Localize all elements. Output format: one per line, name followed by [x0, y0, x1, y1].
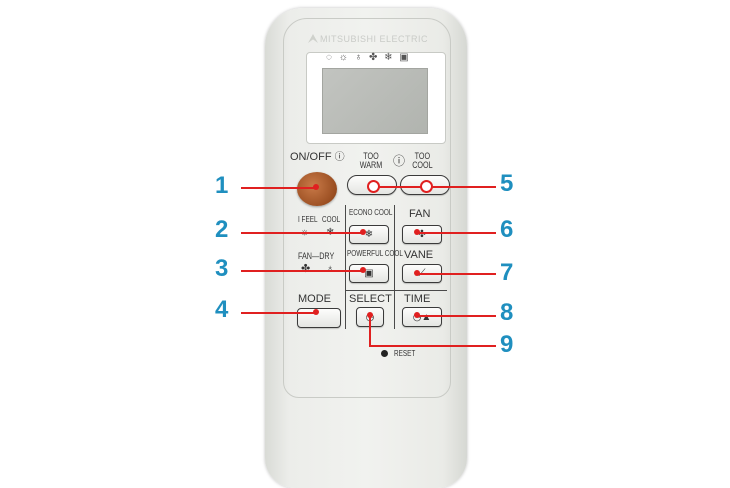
i-feel-label: I FEEL: [298, 215, 318, 224]
powerful-cool-button[interactable]: ▣: [349, 264, 389, 283]
brand-logo: MITSUBISHI ELECTRIC: [308, 34, 428, 44]
callout-line: [372, 186, 496, 188]
mode-icons-strip: ◌ ☼ ♁ ✤ ❄ ▣: [326, 52, 411, 63]
callout-number: 8: [500, 299, 514, 326]
fan-label: FAN: [409, 208, 431, 220]
callout-dot: [414, 229, 420, 235]
callout-line: [241, 187, 317, 189]
cool-label: COOL: [322, 215, 341, 224]
vane-label: VANE: [404, 249, 434, 261]
callout-dot: [360, 267, 366, 273]
info-icon: ⓘ: [393, 154, 406, 168]
on-off-label: ON/OFF ⓘ: [290, 152, 345, 163]
callout-number: 3: [215, 255, 229, 282]
panel-divider-right: [394, 205, 395, 329]
select-label: SELECT: [349, 293, 392, 305]
on-off-text: ON/OFF: [290, 151, 332, 163]
callout-number: 2: [215, 216, 229, 243]
callout-line: [241, 232, 364, 234]
snowflake-icon: ❄: [364, 229, 374, 240]
fan-button[interactable]: ✤: [402, 225, 442, 244]
time-button[interactable]: ◷▲: [402, 307, 442, 327]
remote-panel-outline: [283, 18, 451, 398]
powerful-icon: ▣: [364, 268, 374, 279]
callout-number: 7: [500, 259, 514, 286]
too-cool-label: TOO COOL: [412, 151, 433, 170]
clock-timer-icon: ◷▲: [412, 311, 432, 323]
callout-ring: [367, 180, 380, 193]
callout-dot: [414, 312, 420, 318]
callout-number: 9: [500, 331, 514, 358]
lcd-screen: [322, 68, 428, 134]
fan-dry-label: FAN—DRY: [298, 251, 335, 261]
too-warm-label: TOO WARM: [359, 151, 383, 170]
callout-line: [241, 312, 317, 314]
callout-line: [418, 273, 496, 275]
callout-dot: [414, 270, 420, 276]
callout-number: 5: [500, 170, 514, 197]
info-icon: ⓘ: [334, 152, 345, 163]
dry-mode-text: DRY: [319, 251, 335, 261]
fan-icon: ✤: [417, 229, 427, 240]
callout-line: [418, 315, 496, 317]
callout-dot: [367, 312, 373, 318]
callout-line: [369, 345, 496, 347]
callout-dot: [360, 229, 366, 235]
reset-button[interactable]: [381, 350, 388, 357]
three-diamonds-icon: [308, 34, 318, 43]
mode-button[interactable]: [297, 308, 341, 328]
mode-label: MODE: [298, 293, 331, 305]
powerful-cool-label: POWERFUL COOL: [347, 249, 403, 258]
panel-divider-horizontal: [345, 290, 447, 291]
callout-dot: [313, 309, 319, 315]
callout-line-vertical: [369, 316, 371, 346]
callout-ring: [420, 180, 433, 193]
callout-dot: [313, 184, 319, 190]
callout-number: 4: [215, 296, 229, 323]
drop-icon: ♁: [326, 263, 335, 275]
callout-number: 1: [215, 172, 229, 199]
reset-label: RESET: [394, 349, 416, 358]
econo-cool-label: ECONO COOL: [349, 208, 393, 217]
time-label: TIME: [404, 293, 431, 305]
econo-cool-button[interactable]: ❄: [349, 225, 389, 244]
callout-line: [418, 232, 496, 234]
panel-divider-left: [345, 205, 346, 329]
fan-mode-text: FAN: [298, 251, 313, 261]
callout-line: [241, 270, 364, 272]
callout-number: 6: [500, 216, 514, 243]
brand-name: MITSUBISHI ELECTRIC: [320, 34, 429, 44]
fan-icon: ✤: [301, 263, 311, 275]
